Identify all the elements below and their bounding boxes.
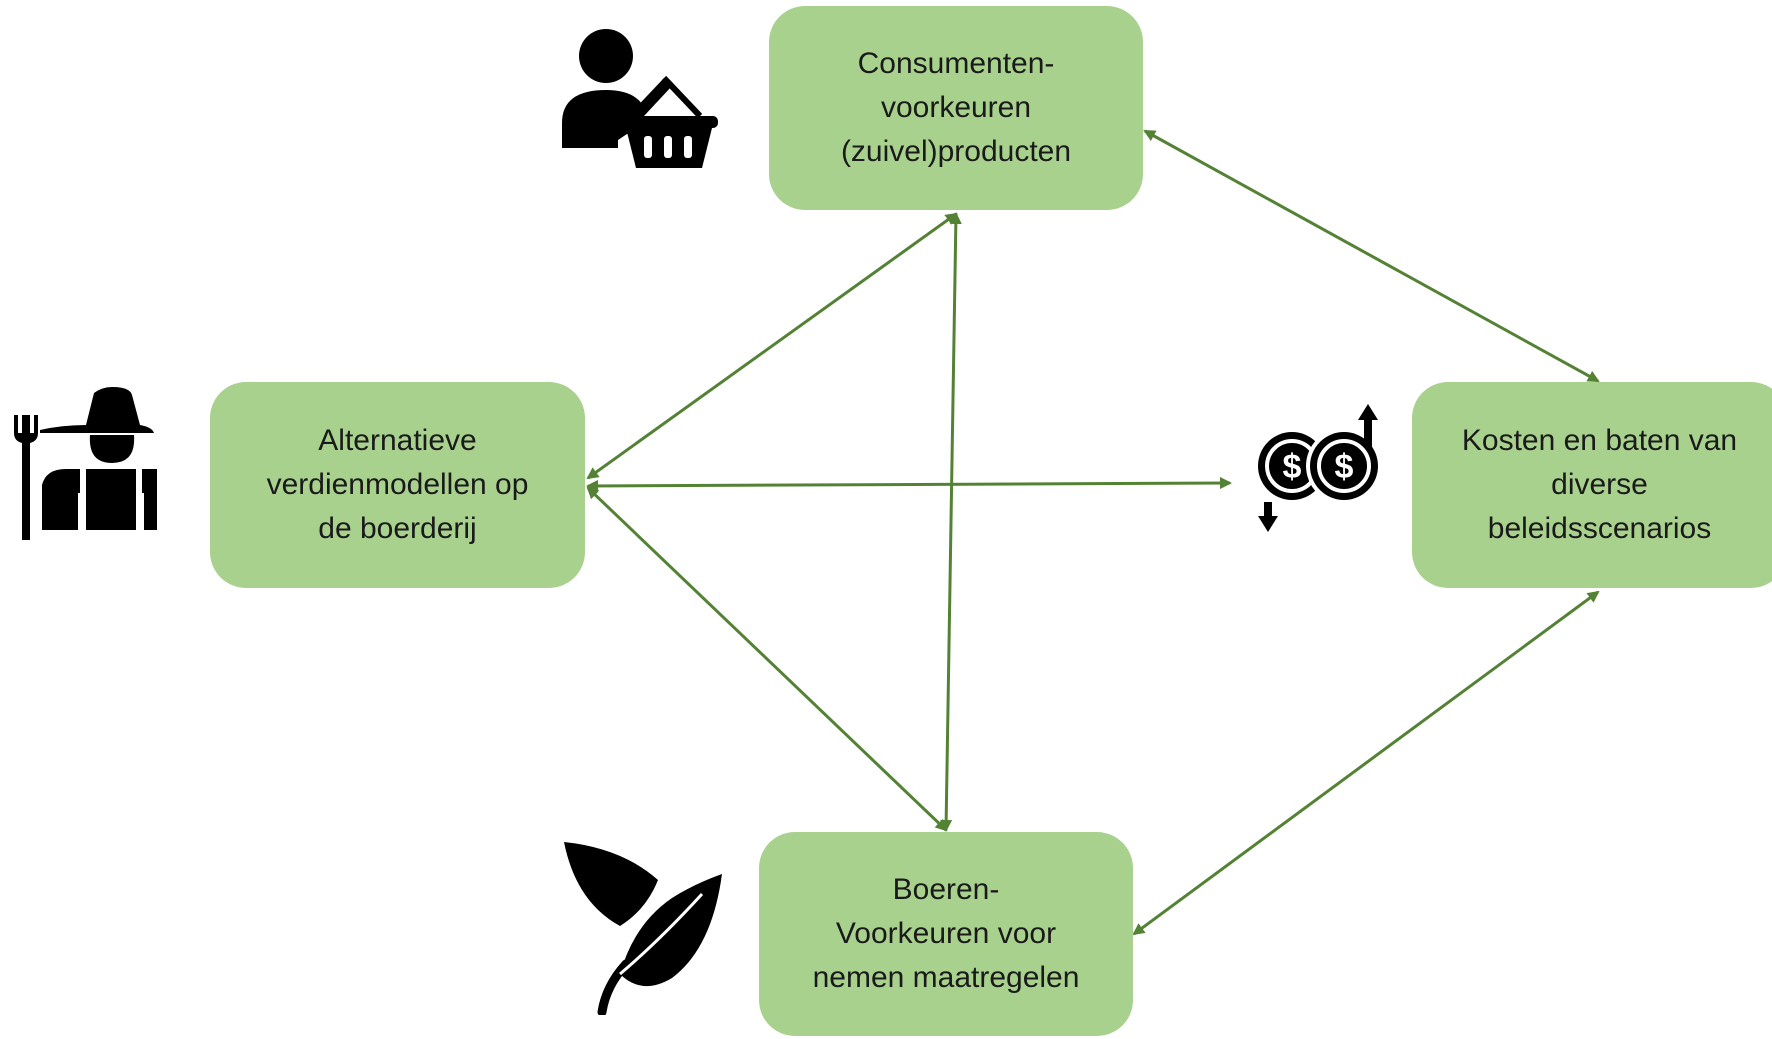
svg-text:$: $ [1283, 448, 1302, 486]
arrow-consumer-farmers [940, 212, 962, 832]
money-exchange-icon: $ $ [1258, 404, 1382, 532]
node-consumer-preferences: Consumenten- voorkeuren (zuivel)producte… [769, 6, 1143, 210]
node-consumer-label: Consumenten- voorkeuren (zuivel)producte… [840, 47, 1072, 168]
farmer-with-pitchfork-icon [14, 387, 157, 540]
arrow-consumer-costs [1143, 129, 1600, 383]
node-farmers-label: Boeren- Voorkeuren voor nemen maatregele… [812, 873, 1080, 994]
svg-text:$: $ [1335, 448, 1354, 486]
arrow-alt-farmers [586, 486, 948, 832]
arrow-costs-farmers [1132, 590, 1600, 936]
leaves-icon [564, 842, 722, 1015]
node-alternative-earning-models: Alternatieve verdienmodellen op de boerd… [210, 382, 585, 588]
node-costs-label: Kosten en baten van diverse beleidsscena… [1461, 424, 1738, 545]
arrow-alt-consumer [586, 212, 958, 480]
arrow-alt-money [586, 477, 1232, 492]
node-alternative-label: Alternatieve verdienmodellen op de boerd… [266, 424, 529, 545]
node-costs-benefits: Kosten en baten van diverse beleidsscena… [1412, 382, 1772, 588]
node-farmer-preferences: Boeren- Voorkeuren voor nemen maatregele… [759, 832, 1133, 1036]
shopper-with-basket-icon [562, 29, 718, 168]
